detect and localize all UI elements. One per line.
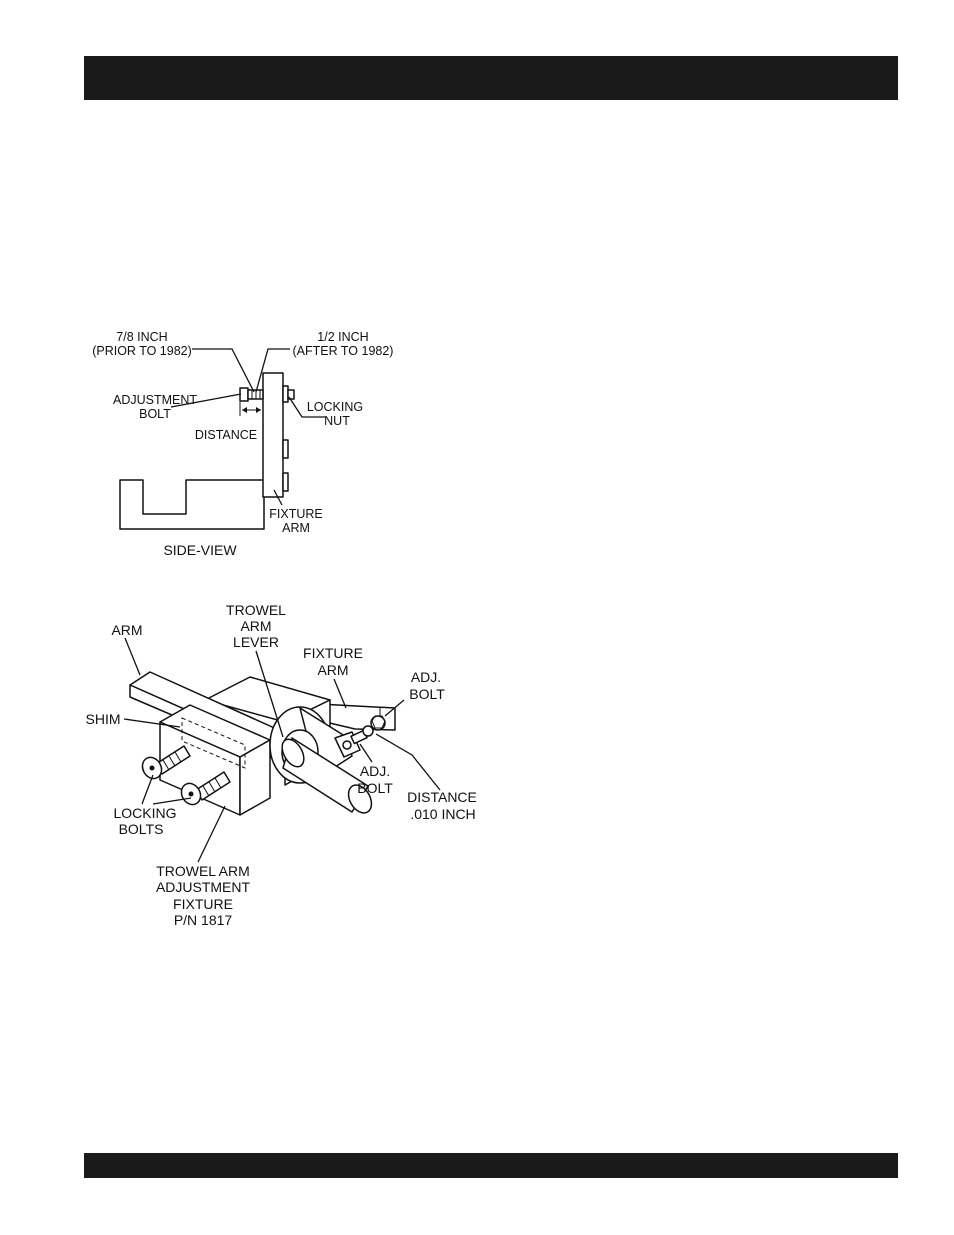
label-adjustment-bolt-2: BOLT: [139, 407, 171, 421]
label-adj-bolt-top-2: BOLT: [409, 686, 445, 702]
label-fixture-arm-2: ARM: [282, 521, 310, 535]
label-locking-nut: LOCKING: [307, 400, 363, 414]
label-fixture-name: TROWEL ARM: [156, 863, 250, 879]
label-7-8-inch: 7/8 INCH: [116, 330, 167, 344]
side-view-title: SIDE-VIEW: [163, 542, 237, 558]
label-part-number: P/N 1817: [174, 912, 233, 928]
fixture-arm-plate: [263, 373, 283, 497]
label-adj-bolt-top: ADJ.: [411, 669, 441, 685]
label-adj-bolt-lower: ADJ.: [360, 763, 390, 779]
label-fixture-arm-iso: FIXTURE: [303, 645, 363, 661]
label-fixture-arm: FIXTURE: [269, 507, 322, 521]
label-locking-bolts-2: BOLTS: [119, 821, 164, 837]
label-distance-iso: DISTANCE: [407, 789, 477, 805]
plate-bolt-lower: [283, 473, 288, 491]
plate-bolt-upper: [283, 440, 288, 458]
label-distance: DISTANCE: [195, 428, 257, 442]
label-locking-bolts: LOCKING: [113, 805, 176, 821]
label-trowel-arm-lever-2: ARM: [240, 618, 271, 634]
label-adjustment-bolt: ADJUSTMENT: [113, 393, 197, 407]
adjustment-bolt-head: [240, 388, 248, 401]
label-adj-bolt-lower-2: BOLT: [357, 780, 393, 796]
fixture-base: [120, 480, 264, 529]
label-fixture-name-3: FIXTURE: [173, 896, 233, 912]
label-arm: ARM: [111, 622, 142, 638]
label-fixture-name-2: ADJUSTMENT: [156, 879, 251, 895]
isometric-drawing: [124, 638, 440, 862]
label-trowel-arm-lever-3: LEVER: [233, 634, 279, 650]
label-1-2-inch: 1/2 INCH: [317, 330, 368, 344]
label-prior-1982: (PRIOR TO 1982): [92, 344, 192, 358]
label-shim: SHIM: [86, 711, 121, 727]
adj-bolt-lower-head: [363, 726, 373, 736]
label-after-1982: (AFTER TO 1982): [293, 344, 394, 358]
label-fixture-arm-iso-2: ARM: [317, 662, 348, 678]
label-locking-nut-2: NUT: [324, 414, 350, 428]
label-trowel-arm-lever: TROWEL: [226, 602, 286, 618]
label-distance-iso-2: .010 INCH: [410, 806, 475, 822]
